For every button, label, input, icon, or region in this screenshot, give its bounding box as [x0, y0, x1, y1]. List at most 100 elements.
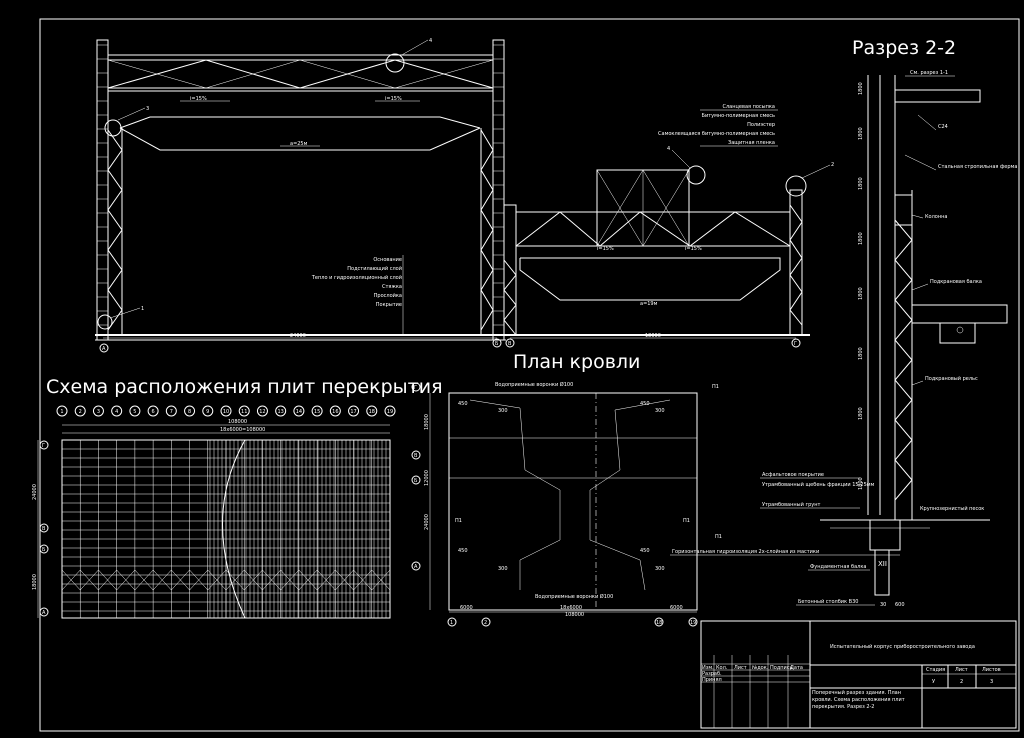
- svg-text:300: 300: [498, 408, 508, 414]
- slab-axis-bubble: [184, 405, 196, 417]
- svg-text:450: 450: [640, 401, 650, 407]
- svg-text:П1: П1: [715, 534, 722, 540]
- svg-text:Самоклеящаяся битумно-полимерн: Самоклеящаяся битумно-полимерная смесь: [658, 131, 775, 137]
- slab-axis-bubble: [256, 405, 268, 417]
- svg-text:2: 2: [484, 620, 487, 626]
- sheet-value: 2: [960, 679, 963, 685]
- slab-axis-label: 10: [223, 409, 229, 415]
- section-2-2: Разрез 2-2 1800 1800 1800 1800 1800 1800…: [760, 37, 1017, 608]
- svg-text:П1: П1: [683, 518, 690, 524]
- svg-text:600: 600: [895, 602, 905, 608]
- callout-2: 2: [831, 162, 834, 168]
- slab-axis-label: 3: [97, 409, 100, 415]
- slab-axis-bubble: [348, 405, 360, 417]
- svg-text:1800: 1800: [858, 177, 864, 190]
- slab-axis-label: 12: [259, 409, 265, 415]
- svg-text:Подкрановый рельс: Подкрановый рельс: [925, 375, 978, 382]
- svg-text:1: 1: [450, 620, 453, 626]
- title-slab-scheme: Схема расположения плит перекрытия: [46, 376, 443, 398]
- svg-text:П1: П1: [712, 384, 719, 390]
- slab-axis-bubble: [111, 405, 123, 417]
- sheets-header: Листов: [982, 667, 1001, 673]
- svg-text:См. разрез 1-1: См. разрез 1-1: [910, 70, 948, 76]
- slab-dim-bays: 18х6000=108000: [220, 427, 265, 433]
- slab-axis-label: 11: [241, 409, 247, 415]
- callout-4-mid: 4: [667, 146, 670, 152]
- svg-text:Подпись: Подпись: [770, 665, 793, 671]
- slab-axis-label: 18: [369, 409, 375, 415]
- svg-text:18х6000: 18х6000: [560, 605, 582, 611]
- roof-plan: План кровли Водоприемные воронки Ø100 Во…: [411, 351, 900, 627]
- svg-text:1800: 1800: [858, 82, 864, 95]
- slab-axis-label: 19: [387, 409, 393, 415]
- floor-layers: Основание Подстилающий слой Тепло и гидр…: [311, 255, 404, 335]
- svg-text:450: 450: [458, 401, 468, 407]
- sheet-frame: [39, 18, 1020, 732]
- axis-g: Г: [794, 341, 797, 347]
- hydro-label: Горизонтальная гидроизоляция 2х-слойная …: [672, 548, 819, 555]
- svg-text:300: 300: [655, 566, 665, 572]
- width-dim-24000: 24000: [290, 333, 306, 339]
- slab-axis-label: 7: [170, 409, 173, 415]
- slab-axis-bubble: [202, 405, 214, 417]
- axis-v: В: [508, 341, 512, 347]
- slab-axis-bubble: [311, 405, 323, 417]
- slab-axis-bubble: [92, 405, 104, 417]
- svg-text:Подкрановая балка: Подкрановая балка: [930, 279, 982, 285]
- slab-axis-bubble: [165, 405, 177, 417]
- svg-text:Разраб.: Разраб.: [702, 671, 722, 677]
- svg-text:300: 300: [498, 566, 508, 572]
- svg-text:18000: 18000: [32, 574, 38, 590]
- slab-axis-bubble: [366, 405, 378, 417]
- svg-text:450: 450: [458, 548, 468, 554]
- callout-1: 1: [141, 306, 144, 312]
- slab-axis-label: 9: [206, 409, 209, 415]
- svg-text:Дата: Дата: [790, 665, 803, 671]
- svg-text:Б: Б: [42, 547, 46, 553]
- slab-axis-bubble: [147, 405, 159, 417]
- svg-text:Фундаментная балка: Фундаментная балка: [810, 564, 866, 570]
- level-marks: 1800 1800 1800 1800 1800 1800 1800 1800: [858, 82, 864, 490]
- svg-text:П1: П1: [455, 518, 462, 524]
- slope-label-mid-1: i=15%: [597, 246, 614, 252]
- slab-axis-label: 6: [152, 409, 155, 415]
- slab-axis-label: 4: [115, 409, 118, 415]
- slab-axis-bubble: [384, 405, 396, 417]
- slope-label-mid-2: i=15%: [685, 246, 702, 252]
- svg-text:1800: 1800: [858, 477, 864, 490]
- svg-text:Битумно-полимерная смесь: Битумно-полимерная смесь: [702, 113, 776, 119]
- svg-text:19: 19: [690, 620, 696, 626]
- title-block: Изм. Кол. Лист №док. Подпись Дата Разраб…: [700, 620, 1017, 729]
- slab-axis-label: 1: [60, 409, 63, 415]
- slab-axis-bubble: [329, 405, 341, 417]
- svg-text:Б: Б: [414, 478, 418, 484]
- svg-text:6000: 6000: [670, 605, 683, 611]
- svg-text:Стяжка: Стяжка: [382, 284, 402, 290]
- slab-axis-label: 5: [133, 409, 136, 415]
- slope-label-2: i=15%: [385, 96, 402, 102]
- svg-text:24000: 24000: [424, 514, 430, 530]
- funnel-label-bottom: Водоприемные воронки Ø100: [535, 593, 613, 600]
- svg-text:Покрытие: Покрытие: [376, 302, 402, 308]
- axis-b: Б: [495, 341, 499, 347]
- svg-text:Основание: Основание: [373, 257, 402, 263]
- span-label: a=25м: [290, 141, 308, 147]
- svg-text:6000: 6000: [460, 605, 473, 611]
- svg-text:№док.: №док.: [752, 665, 769, 671]
- stage-header: Стадия: [926, 667, 945, 673]
- slab-axis-label: 2: [79, 409, 82, 415]
- slab-axis-bubble: [56, 405, 68, 417]
- title-roof-plan: План кровли: [513, 351, 640, 373]
- svg-text:Защитная пленка: Защитная пленка: [728, 140, 775, 146]
- svg-text:В: В: [414, 453, 418, 459]
- slab-axis-bubble: [74, 405, 86, 417]
- svg-text:А: А: [42, 610, 46, 616]
- slab-axis-label: 8: [188, 409, 191, 415]
- sheets-value: 3: [990, 679, 993, 685]
- callout-3: 3: [146, 106, 149, 112]
- slope-label-1: i=15%: [190, 96, 207, 102]
- title-section: Разрез 2-2: [852, 37, 956, 59]
- sheet-title: Поперечный разрез здания. План кровли. С…: [812, 690, 905, 710]
